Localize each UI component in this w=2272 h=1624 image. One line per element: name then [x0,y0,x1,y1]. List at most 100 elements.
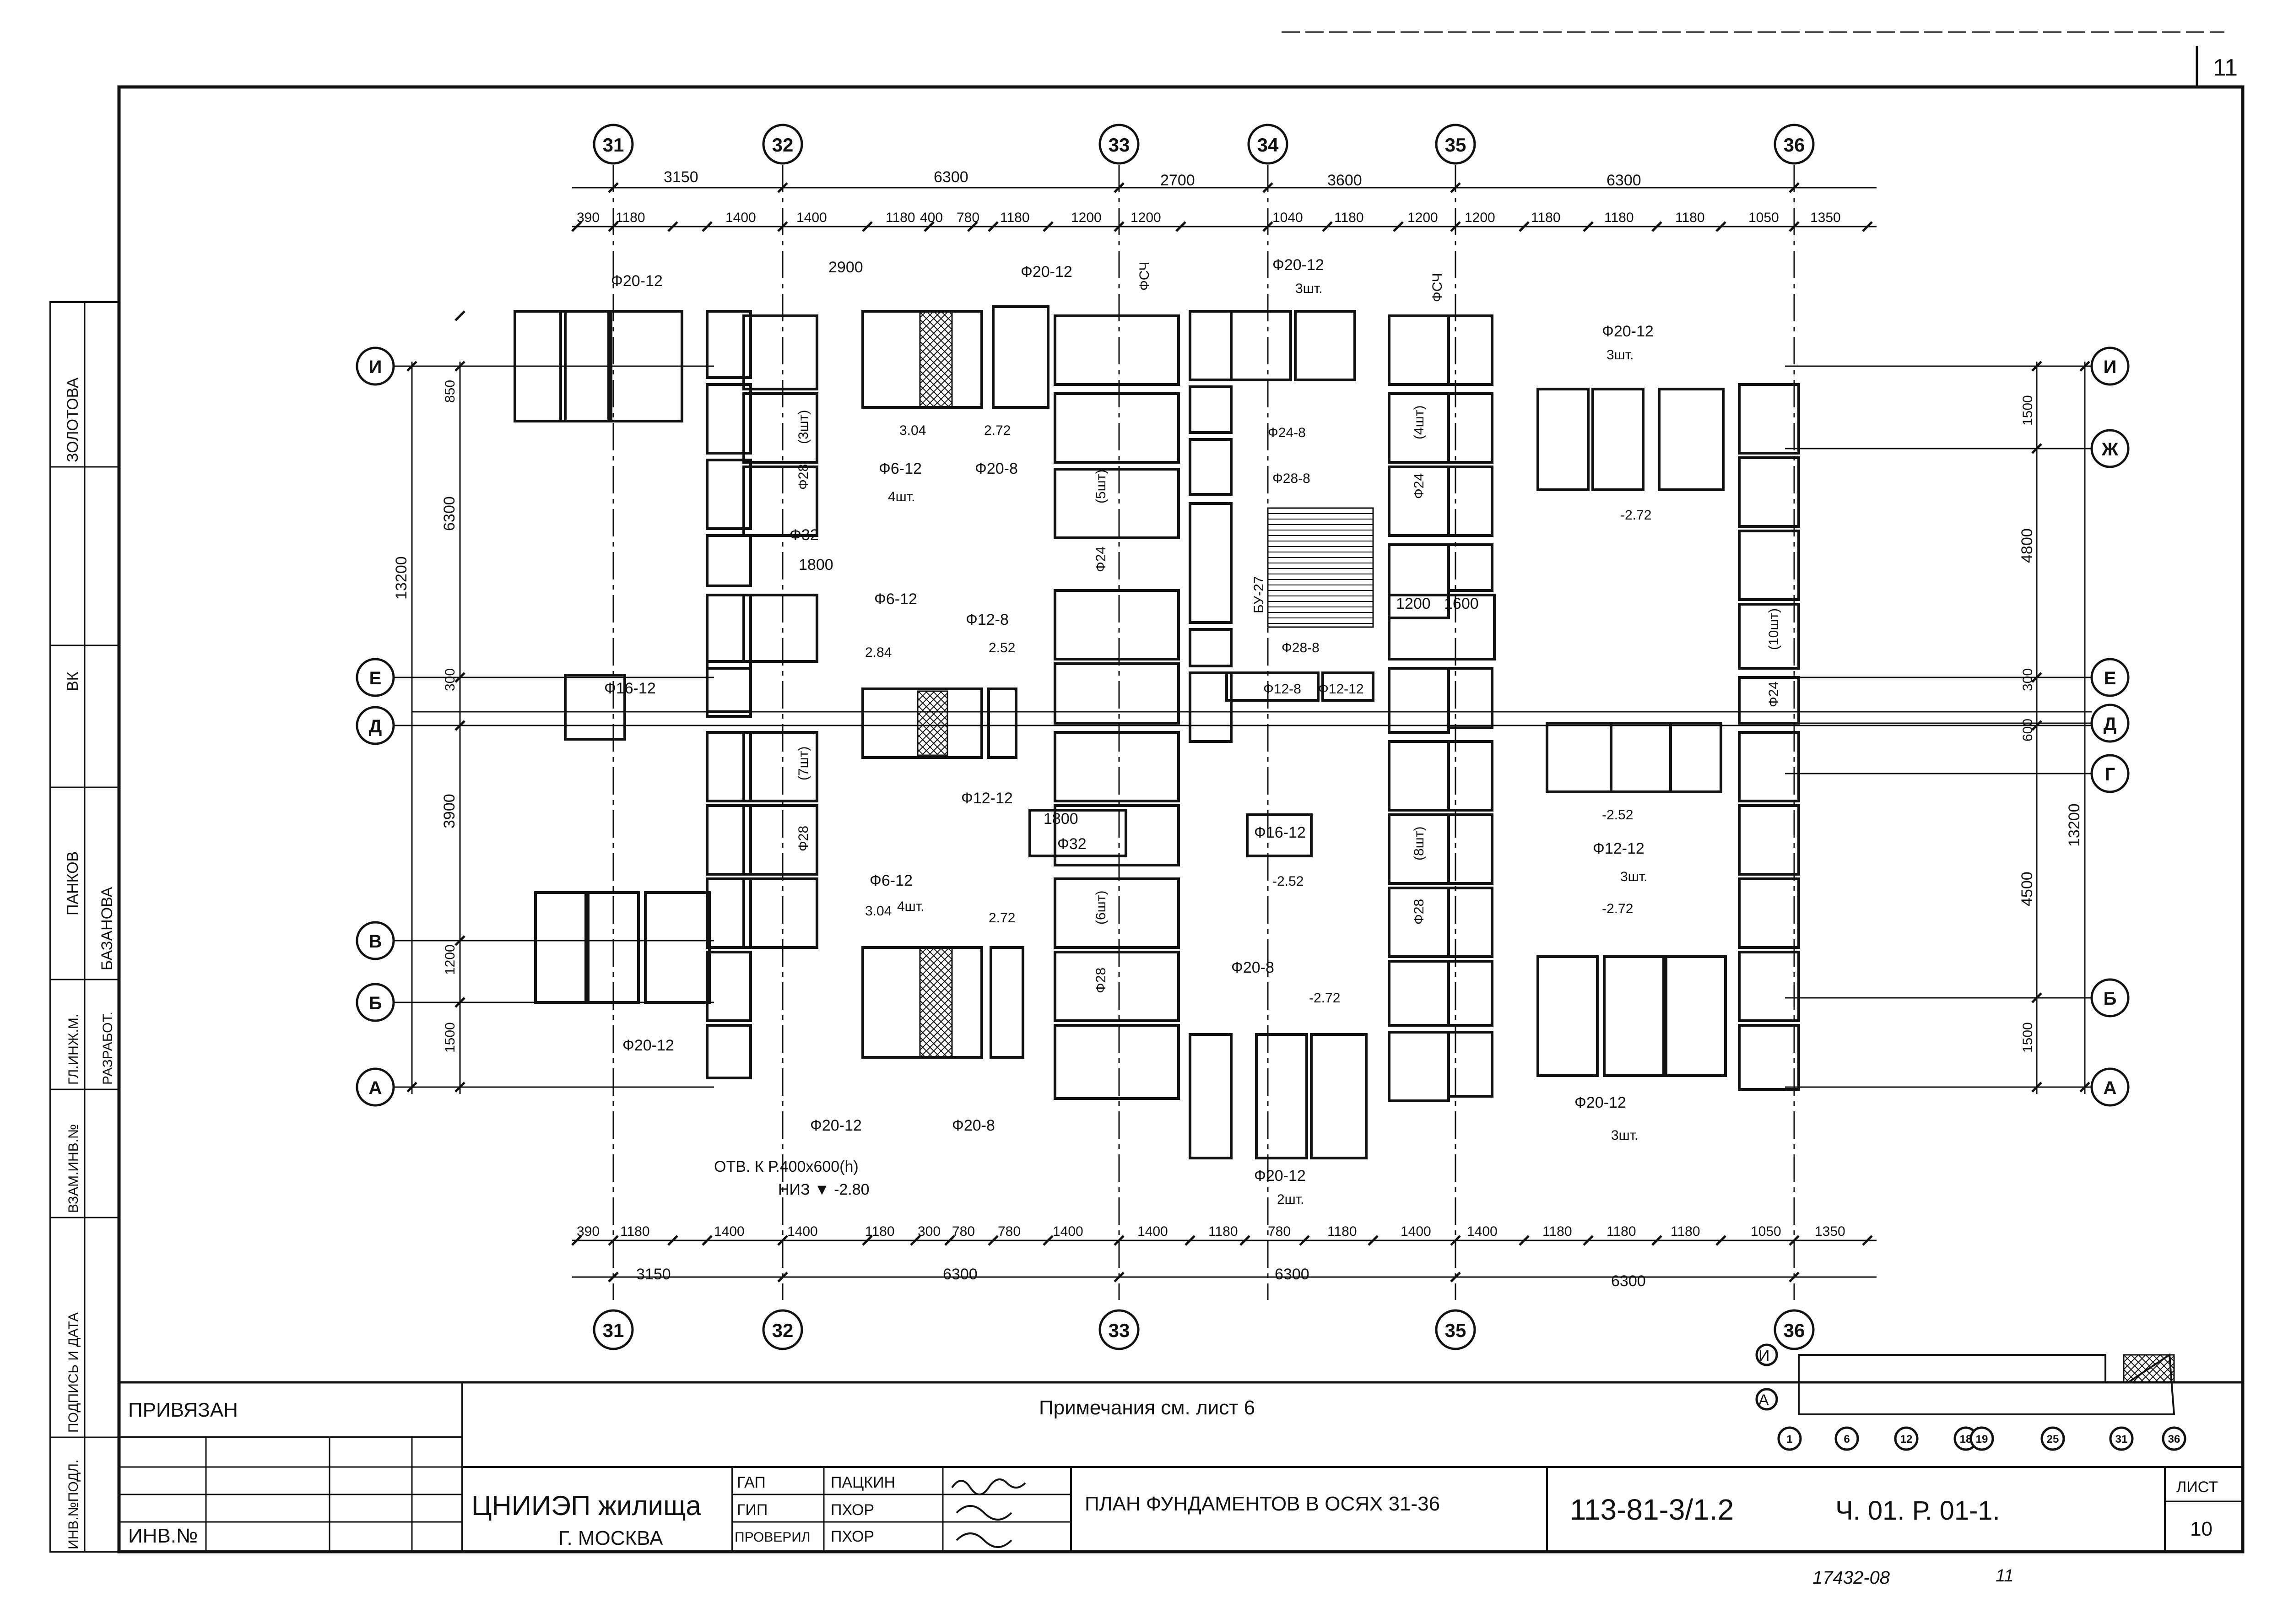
dim-top-span: 2700 [1160,172,1195,189]
side-name: ЗОЛОТОВА [64,378,81,462]
label-f28: Ф28 [796,826,811,851]
foundation-block [1310,1033,1368,1159]
dim-bottom-span: 6300 [943,1266,978,1283]
label-opening: ОТВ. К Р.400х600(h) [714,1158,859,1175]
label-level: 2.72 [984,423,1011,438]
axis-bubble-left-label: В [369,931,382,952]
axis-bubble-right-label: Г [2105,764,2115,785]
label-qty: 4шт. [888,489,915,504]
foundation-block [1447,813,1493,885]
foundation-block [1388,960,1450,1027]
foundation-block [1447,466,1493,537]
dim-top-detail: 1180 [1675,210,1705,225]
label-f16-12: Ф16-12 [604,680,656,697]
label-level: -2.72 [1309,991,1340,1006]
axis-bubble-bottom-label: 35 [1445,1320,1466,1341]
label-f12-12: Ф12-12 [1593,840,1644,857]
foundation-block [1189,438,1233,496]
foundation-block [1738,951,1800,1022]
label-level: -2.72 [1602,901,1633,916]
dim-top-detail: 1180 [886,210,915,225]
foundation-block [1738,530,1800,601]
dim-bottom-detail: 780 [998,1224,1021,1239]
foundation-block [1738,804,1800,876]
dim-bottom-span: 6300 [1275,1266,1309,1283]
label-f20-8: Ф20-8 [1231,959,1274,976]
label-f12-8: Ф12-8 [966,611,1009,628]
axis-bubble-left-label: Е [369,668,382,688]
foundation-block [1738,456,1800,528]
axis-bubble-top-label: 35 [1445,134,1466,156]
dim-top-detail: 1200 [1465,210,1495,225]
dim-top-detail: 400 [920,210,943,225]
foundation-block [742,804,818,876]
foundation-block [644,891,711,1004]
label-level: 3.04 [865,904,892,919]
name-gap: ПАЦКИН [831,1474,895,1491]
key-plan-axis: 1 [1777,1426,1802,1451]
axis-bubble-right-label: А [2104,1078,2117,1098]
label-f20-12: Ф20-12 [1272,256,1324,274]
dim-top-detail: 1180 [1000,210,1030,225]
label-qty: 4шт. [897,899,925,914]
foundation-block [990,946,1024,1059]
label-f24: Ф24 [1412,473,1427,499]
label-level: 2.72 [989,910,1015,926]
label-f20-8: Ф20-8 [975,460,1018,477]
axis-bubble-right-label: Е [2104,668,2116,688]
dim-bottom-detail: 1400 [1467,1224,1498,1239]
label-f20-12: Ф20-12 [611,272,663,290]
dim-right-part: 4500 [2018,872,2036,906]
key-plan [1798,1353,2175,1415]
archive-number: 17432-08 [1812,1568,1890,1588]
foundation-block [1447,392,1493,464]
grid-axes [394,165,2092,1300]
label-dim-1800: 1800 [1044,810,1078,828]
label-qty: 3шт. [1295,281,1323,296]
dim-right-part: 4800 [2018,528,2036,563]
label-dim-1800: 1800 [799,556,833,574]
axis-bubble-bottom-label: 36 [1784,1320,1805,1341]
foundation-block [559,310,612,422]
foundation-block [987,687,1017,759]
dim-bottom-detail: 1180 [1327,1224,1357,1239]
foundation-block [564,674,626,741]
bound-label: ПРИВЯЗАН [128,1399,238,1421]
dim-top-detail: 1200 [1131,210,1161,225]
label-f28: Ф28 [1412,899,1427,925]
foundation-block [1246,813,1313,857]
axis-bubble-right-label: И [2104,357,2117,377]
label-fsch: ФСЧ [1137,262,1152,291]
dim-bottom-detail: 1180 [620,1224,650,1239]
block-annotations: Ф20-12 2900 Ф20-12 Ф20-12 3шт. Ф20-12 3ш… [604,256,1781,1207]
foundation-block [1447,314,1493,386]
foundation-block [1738,731,1800,802]
dim-top-span: 6300 [1607,172,1641,189]
axis-bubble-left: В [356,921,395,960]
axis-bubble-top-label: 31 [603,134,624,156]
axis-bubble-top: 36 [1774,124,1815,165]
label-f32: Ф32 [1057,835,1087,853]
label-dim-2900: 2900 [828,259,863,276]
key-plan-axis: 12 [1894,1426,1919,1451]
title-block: ПРИВЯЗАН ИНВ.№ ЦНИИЭП жилища Г. МОСКВА Г… [128,54,2238,1588]
label-f32: Ф32 [790,526,819,544]
axis-bubble-bottom-label: 33 [1109,1320,1130,1341]
label-f28-8: Ф28-8 [1272,471,1310,486]
notes-reference: Примечания см. лист 6 [1039,1397,1255,1419]
axis-bubble-bottom-label: 31 [603,1320,624,1341]
axis-bubble-bottom: 36 [1774,1309,1815,1350]
foundation-block [1054,1024,1180,1100]
axis-bubble-right: И [2090,346,2130,386]
label-f20-12: Ф20-12 [1602,323,1654,340]
foundation-block [1054,392,1180,464]
dim-left-part: 6300 [441,496,458,531]
foundation-block [706,383,752,455]
foundation-blocks [514,305,1800,1159]
foundation-block [742,392,818,464]
key-plan-row-label: А [1758,1391,1769,1409]
axis-bubble-right-label: Б [2104,989,2117,1009]
foundation-block [1447,543,1493,592]
foundation-block [1388,314,1450,386]
